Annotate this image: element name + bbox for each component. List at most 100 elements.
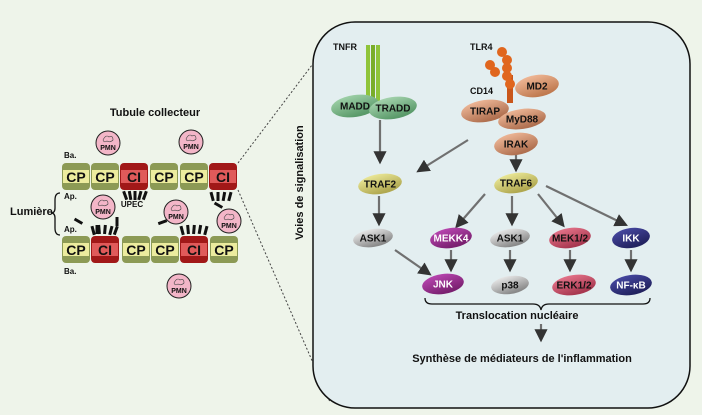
bacterium [90,225,96,236]
bacterium [115,217,119,226]
tnfr-label: TNFR [333,42,357,52]
protein-ask1-right: ASK1 [490,228,530,248]
bacterium [203,225,209,236]
protein-label: ERK1/2 [556,281,591,292]
bacterium [227,191,233,202]
bacteria-group [73,190,233,236]
arrow-irak-traf2 [416,139,469,173]
protein-label: ASK1 [497,234,524,245]
outcome-label: Synthèse de médiateurs de l'inflammation [412,353,632,365]
lumen-brace [50,192,61,236]
pmn-label: PMN [100,145,116,152]
intercalated-cell: CI [91,236,119,263]
cell-label: CI [98,242,112,258]
protein-label: JNK [433,280,454,291]
principal-cell: CP [91,163,119,190]
bacterium [197,224,203,235]
principal-cell: CP [151,236,179,263]
nucleus-brace [424,297,651,311]
principal-cell: CP [210,236,238,263]
bacterium [127,190,133,201]
protein-mekk4: MEKK4 [430,227,472,249]
protein-tradd: TRADD [369,96,417,120]
protein-erk12: ERK1/2 [552,274,596,296]
cell-label: CP [66,242,85,258]
intercalated-cell: CI [120,163,148,190]
protein-nfkb: NF-κB [610,274,652,296]
cell-label: CI [216,169,230,185]
bacterium [186,224,190,235]
cd14-label: CD14 [470,86,493,96]
protein-label: MD2 [526,82,548,93]
translocation-label: Translocation nucléaire [456,310,579,322]
bacterium [133,191,137,200]
neutrophil: PMN [216,208,242,234]
upec-label: UPEC [121,200,143,209]
pmn-label: PMN [221,223,237,230]
principal-cell: CP [62,163,90,190]
neutrophil: PMN [95,130,121,156]
protein-myd88: MyD88 [498,108,546,130]
tlr4-label: TLR4 [470,42,493,52]
principal-cell: CP [122,236,150,263]
bacterium [192,224,196,235]
bacterium [221,191,227,202]
cell-label: CP [154,169,173,185]
protein-label: MyD88 [506,115,539,126]
protein-label: MADD [340,102,370,113]
pmn-label: PMN [95,209,111,216]
neutrophil: PMN [166,273,192,299]
pmn-label: PMN [168,214,184,221]
principal-cell: CP [150,163,178,190]
signaling-panel [312,21,691,409]
neutrophil: PMN [90,194,116,220]
neutrophil: PMN [178,129,204,155]
bacterium [95,225,99,234]
cell-label: CP [95,169,114,185]
pmn-label: PMN [183,144,199,151]
apical-label-bottom: Ap. [64,225,77,234]
tnfr-receptor-icon [366,45,380,107]
neutrophil: PMN [163,199,189,225]
bacterium [122,190,129,201]
bacterium [216,192,220,201]
bacterium [209,191,215,202]
tubule-title: Tubule collecteur [110,107,201,119]
protein-traf2: TRAF2 [358,173,402,195]
cell-label: CI [127,169,141,185]
protein-label: p38 [501,281,519,292]
tlr4-receptor-icon [485,47,515,103]
pmn-label: PMN [171,288,187,295]
bacterium [103,224,107,235]
cell-label: CI [187,242,201,258]
apical-label-top: Ap. [64,192,77,201]
principal-cell: CP [62,236,90,263]
bacterium [112,225,119,236]
cell-label: CP [184,169,203,185]
protein-label: IKK [622,234,640,245]
pathways-vertical-label: Voies de signalisation [294,125,306,240]
bacterium [213,201,224,209]
protein-label: TRADD [376,104,411,115]
lumen-label: Lumière [10,206,53,218]
basal-label-bottom: Ba. [64,267,76,276]
protein-label: TRAF6 [500,179,533,190]
protein-madd: MADD [331,94,379,118]
protein-label: ASK1 [360,234,387,245]
cell-label: CP [155,242,174,258]
basal-label-top: Ba. [64,151,76,160]
protein-label: MEKK4 [433,234,468,245]
arrow-traf6-mek12 [537,193,565,228]
cell-label: CP [126,242,145,258]
cell-label: CP [214,242,233,258]
protein-label: MEK1/2 [552,234,589,245]
protein-label: TRAF2 [364,180,397,191]
protein-label: IRAK [504,140,529,151]
bacterium [141,190,148,201]
epithelium: CP CP CI CP CP CI CP CI CP CP CI CP [62,163,238,263]
protein-label: NF-κB [616,281,645,292]
protein-mek12: MEK1/2 [549,227,591,249]
